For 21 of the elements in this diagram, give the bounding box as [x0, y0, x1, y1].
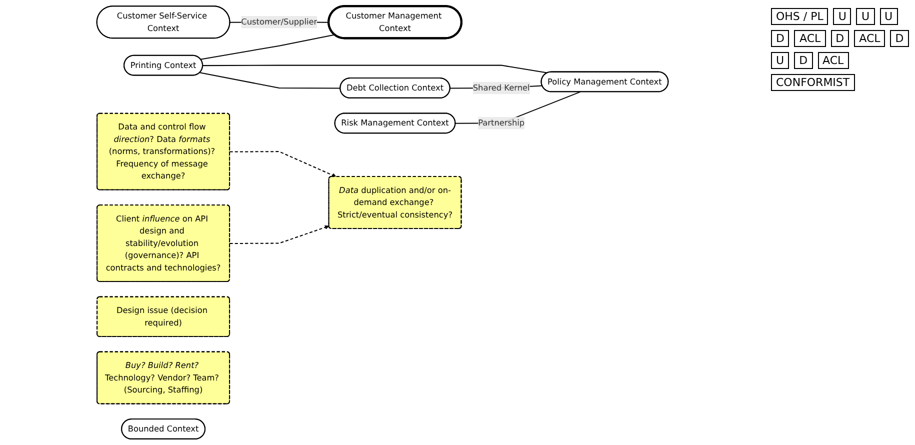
- relationship-tag: U: [771, 52, 790, 69]
- relationship-tag: CONFORMIST: [771, 74, 855, 91]
- connector-line: [200, 72, 340, 89]
- relationship-tag: U: [880, 8, 898, 25]
- edge-label: Customer/Supplier: [241, 16, 318, 28]
- relationship-tag: D: [830, 30, 850, 47]
- connector-line: [200, 34, 335, 60]
- connector-line: [202, 64, 548, 74]
- relationship-tag: ACL: [854, 30, 886, 47]
- relationship-tag: ACL: [818, 52, 849, 69]
- relationship-tag: D: [794, 52, 813, 69]
- arrow: [230, 151, 336, 178]
- relationship-tag: ACL: [794, 30, 826, 47]
- relationship-tag: D: [771, 30, 790, 47]
- edge-label: Partnership: [478, 117, 525, 130]
- edge-label: Shared Kernel: [472, 82, 530, 94]
- arrow: [230, 225, 330, 244]
- relationship-tag: U: [856, 8, 874, 25]
- relationship-tag: OHS / PL: [771, 8, 828, 25]
- relationship-tag: U: [833, 8, 852, 25]
- relationship-tag: D: [890, 30, 909, 47]
